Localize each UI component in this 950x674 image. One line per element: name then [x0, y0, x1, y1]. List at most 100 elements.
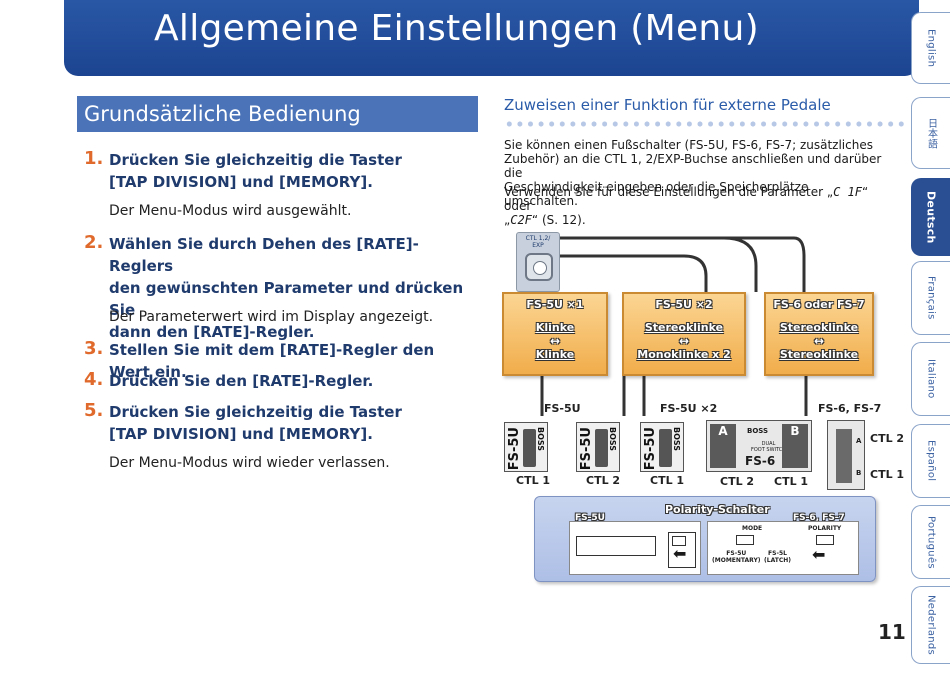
step-number: 2. [84, 232, 104, 253]
step-text-line: Drücken Sie gleichzeitig die Taster [109, 151, 402, 169]
text-span: „ [504, 213, 511, 227]
group-label: FS-5U ×2 [660, 402, 718, 415]
box-plug-top: Stereoklinke [644, 321, 724, 334]
pedal-fs5u-3: FS-5U BOSS [640, 422, 684, 472]
jack-label-line: CTL 1,2/ [525, 235, 551, 242]
lang-tab-espanol[interactable]: Español [911, 424, 950, 498]
lang-tab-label: Português [925, 515, 937, 569]
fs6-model: FS-6 [745, 454, 776, 468]
subsection-heading: Zuweisen einer Funktion für externe Peda… [504, 96, 831, 114]
ctl-label: CTL 1 [870, 468, 905, 481]
double-arrow-icon: ↔ [549, 334, 561, 348]
ctl-label: CTL 2 [586, 474, 621, 487]
pedal-fs5u-2: FS-5U BOSS [576, 422, 620, 472]
lang-tab-label: Nederlands [925, 594, 937, 656]
step-text: Drücken Sie gleichzeitig die Taster [TAP… [109, 401, 479, 445]
lang-tab-english[interactable]: English [911, 12, 950, 84]
lang-tab-portugues[interactable]: Português [911, 505, 950, 579]
paragraph-line: Verwenden Sie für diese Einstellungen di… [504, 185, 884, 213]
polarity-switch-box: ⬅ [668, 532, 696, 568]
fs7-pad [836, 429, 852, 483]
lang-tab-label: 日本語 [925, 117, 937, 149]
page-number: 11 [878, 620, 906, 644]
step-number: 5. [84, 400, 104, 421]
box-plug-top: Klinke [535, 321, 575, 334]
mode-label: MODE [742, 525, 763, 532]
step-1: 1. Drücken Sie gleichzeitig die Taster [… [84, 148, 484, 198]
step-number: 1. [84, 148, 104, 169]
polarity-label: POLARITY [808, 525, 842, 532]
paragraph-params: Verwenden Sie für diese Einstellungen di… [504, 185, 884, 227]
pedal-fs6: A BOSS DUAL FOOT SWITCH FS-6 B [706, 420, 812, 472]
double-arrow-icon: ↔ [813, 334, 825, 348]
mode-switch [736, 535, 754, 545]
fs5l-latch-label: FS-5L (LATCH) [764, 550, 791, 564]
lang-tab-label: Français [925, 276, 937, 320]
step-text: Drücken Sie den [RATE]-Regler. [109, 370, 479, 392]
step-text-line: [TAP DIVISION] und [MEMORY]. [109, 173, 373, 191]
fs6-button-b: B [782, 424, 808, 468]
polarity-right-label: FS-6, FS-7 [793, 513, 845, 523]
fs6-brand: BOSS [747, 427, 769, 435]
box-plug-bottom: Stereoklinke [779, 348, 859, 361]
jack-label-line: EXP [532, 242, 544, 249]
fs7-label-b: B [856, 469, 862, 477]
box-fs5u-x1: FS-5U ×1 Klinke ↔ Klinke [502, 292, 608, 376]
fs6-button-a: A [710, 424, 736, 468]
step-text-line: Drücken Sie gleichzeitig die Taster [109, 403, 402, 421]
fs6-description: DUAL FOOT SWITCH [751, 441, 786, 453]
paragraph-line: „C2F“ (S. 12). [504, 213, 884, 227]
lang-tab-japanese[interactable]: 日本語 [911, 97, 950, 169]
pedal-pad [659, 429, 672, 467]
lang-tab-label: Deutsch [924, 190, 938, 244]
group-label: FS-5U [544, 402, 581, 415]
pedal-brand: BOSS [672, 427, 681, 452]
language-tabs: English 日本語 Deutsch Français Italiano Es… [910, 0, 950, 674]
cable-to-fs6-fs7 [558, 236, 806, 292]
pedal-model: FS-5U [643, 427, 658, 471]
ctl-label: CTL 1 [516, 474, 551, 487]
lang-tab-italiano[interactable]: Italiano [911, 342, 950, 416]
step-text: Wählen Sie durch Dehen des [RATE]-Regler… [109, 233, 479, 343]
paragraph-line: Sie können einen Fußschalter (FS-5U, FS-… [504, 138, 873, 152]
ctl-exp-jack: CTL 1,2/ EXP [516, 232, 560, 292]
lang-tab-deutsch[interactable]: Deutsch [911, 178, 950, 256]
small-label-line: (MOMENTARY) [712, 557, 761, 564]
step-text-line: Stellen Sie mit dem [RATE]-Regler den We… [109, 341, 435, 381]
lang-tab-francais[interactable]: Français [911, 261, 950, 335]
pedal-side-outline [576, 536, 656, 556]
step-3: 3. Stellen Sie mit dem [RATE]-Regler den… [84, 338, 484, 381]
step-result: Der Menu-Modus wird ausgewählt. [109, 203, 352, 219]
pedal-fs5u-1: FS-5U BOSS [504, 422, 548, 472]
step-text: Drücken Sie gleichzeitig die Taster [TAP… [109, 149, 479, 193]
polarity-switch-panel: Polarity-Schalter FS-5U FS-6, FS-7 ⬅ MOD… [534, 496, 876, 582]
ctl-label: CTL 2 [870, 432, 905, 445]
pedal-pad [523, 429, 536, 467]
step-text-line: [TAP DIVISION] und [MEMORY]. [109, 425, 373, 443]
pedal-brand: BOSS [608, 427, 617, 452]
box-plug-bottom: Klinke [535, 348, 575, 361]
fs5u-momentary-label: FS-5U (MOMENTARY) [712, 550, 761, 564]
fs6-desc-line: DUAL [761, 441, 776, 447]
jack-label: CTL 1,2/ EXP [517, 235, 559, 249]
lcd-param-code: C 1F [833, 185, 863, 199]
group-label: FS-6, FS-7 [818, 402, 882, 415]
box-fs5u-x2: FS-5U ×2 Stereoklinke ↔ Monoklinke x 2 [622, 292, 746, 376]
box-plug-top: Stereoklinke [779, 321, 859, 334]
box-title: FS-5U ×2 [655, 298, 713, 311]
paragraph-line: Geschwindigkeit eingeben oder die Speich… [504, 180, 809, 208]
cable-to-fs6 [558, 236, 758, 292]
text-span: “ oder [504, 185, 869, 213]
double-arrow-icon: ↔ [678, 334, 690, 348]
box-title: FS-5U ×1 [526, 298, 584, 311]
jack-socket-icon [525, 253, 553, 281]
polarity-title: Polarity-Schalter [665, 503, 770, 516]
lang-tab-nederlands[interactable]: Nederlands [911, 586, 950, 664]
fs5u-side-view: ⬅ [569, 521, 701, 575]
step-text-line: Drücken Sie den [RATE]-Regler. [109, 372, 374, 390]
small-label-line: FS-5U [726, 550, 747, 557]
box-title: FS-6 oder FS-7 [773, 298, 865, 311]
step-result: Der Menu-Modus wird wieder verlassen. [109, 455, 390, 471]
step-text-line: Wählen Sie durch Dehen des [RATE]-Regler… [109, 235, 419, 275]
box-plug-bottom: Monoklinke x 2 [637, 348, 731, 361]
